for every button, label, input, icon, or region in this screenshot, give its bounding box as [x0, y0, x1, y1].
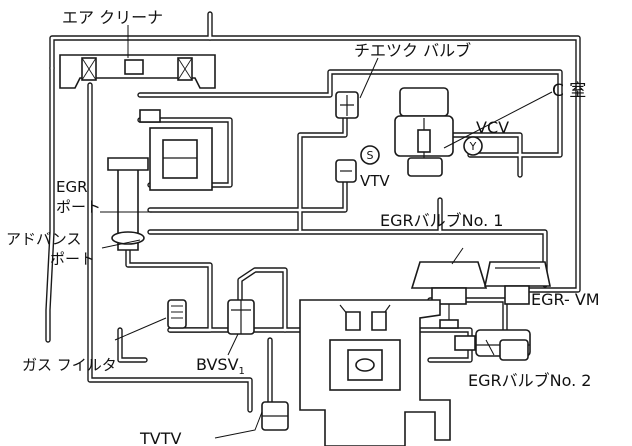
label-egr-vm: EGR- VM: [531, 290, 600, 309]
label-egr-port-line2: ポート: [56, 198, 101, 216]
label-bvsv-main: BVSV: [196, 355, 239, 374]
label-advance-port-line2: ポート: [50, 250, 95, 268]
label-check-valve: チエツク バルブ: [354, 41, 471, 60]
egr-valve-2: [454, 329, 531, 361]
label-advance-port-line1: アドバンス: [6, 230, 81, 248]
vcv-valve: [394, 87, 454, 177]
gas-filter: [167, 299, 187, 329]
label-bvsv-subscript: 1: [239, 366, 245, 377]
tvtv-valve: [261, 401, 289, 431]
port-s-label: S: [367, 149, 374, 162]
egr-valve-1: [410, 261, 488, 329]
egr-vm: [484, 261, 551, 305]
port-y-marker: Y: [463, 136, 483, 156]
label-vtv: VTV: [360, 172, 390, 190]
label-air-cleaner: エア クリーナ: [62, 8, 163, 27]
label-tvtv: TVTV: [139, 429, 181, 446]
label-egr-valve-1: EGRバルブNo. 1: [380, 211, 503, 230]
label-gas-filter: ガス フイルタ: [22, 356, 117, 374]
vtv-valve: [335, 159, 357, 183]
label-c-chamber: C 室: [552, 81, 586, 101]
bvsv1-valve: [227, 299, 255, 335]
hose-top-run: [207, 35, 581, 293]
leader-lines: [100, 25, 553, 439]
carburetor: [139, 109, 213, 191]
engine-block: [299, 299, 451, 446]
intake-body: [107, 157, 149, 251]
label-bvsv: BVSV1: [196, 355, 245, 377]
label-egr-port-line1: EGR: [56, 178, 88, 196]
air-cleaner: [59, 54, 216, 89]
label-egr-valve-2: EGRバルブNo. 2: [468, 371, 591, 390]
hose-lower-left: [117, 327, 148, 363]
port-s-marker: S: [360, 145, 380, 165]
check-valve: [335, 91, 359, 119]
label-vcv: VCV: [476, 118, 509, 137]
port-y-label: Y: [469, 140, 477, 153]
